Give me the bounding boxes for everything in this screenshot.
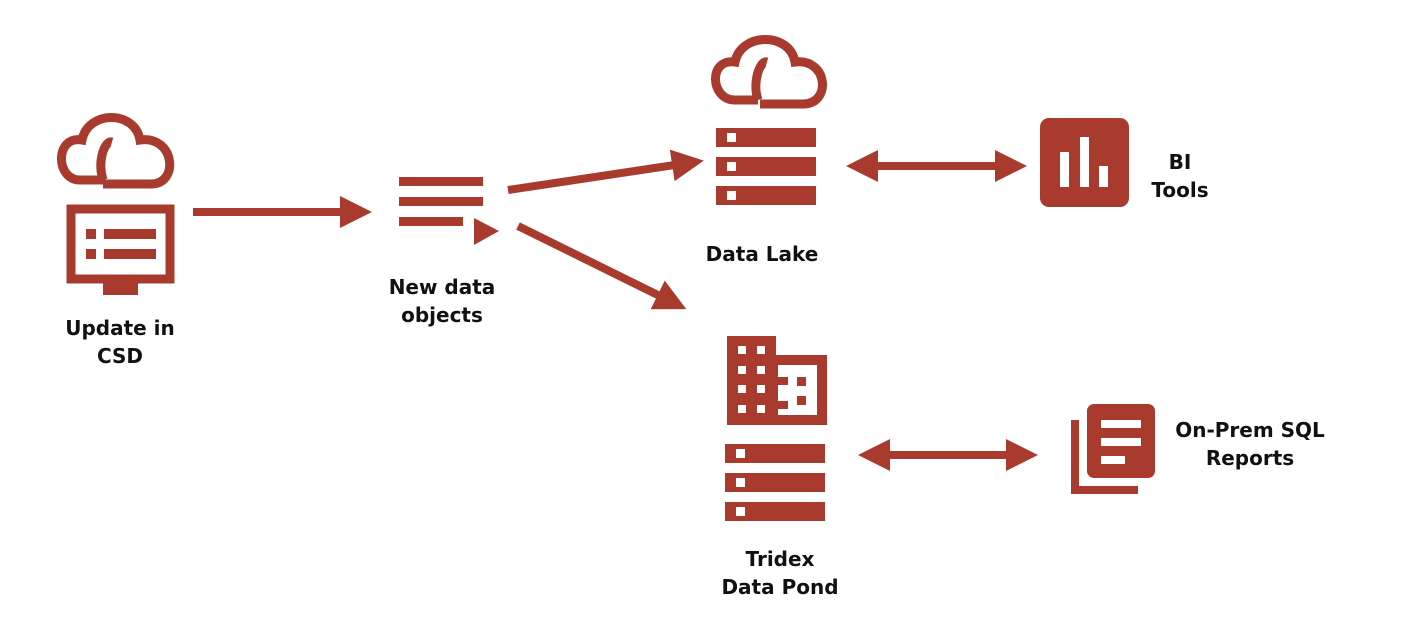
cloud-server-icon [711,35,827,205]
monitor-details [86,229,156,295]
edge-new-objects-to-data-pond [516,222,687,310]
label-new-data-objects: New data objects [388,275,496,327]
label-tridex-data-pond: Tridex Data Pond [721,547,839,599]
label-bi-tools: BI Tools [1151,150,1209,202]
label-update-in-csd: Update in CSD [65,316,175,368]
edge-new-objects-to-data-lake [507,149,704,194]
stacked-documents-icon [1071,404,1155,494]
label-data-lake: Data Lake [705,242,819,266]
label-on-prem-sql-reports: On-Prem SQL Reports [1175,418,1325,470]
building-server-icon [725,336,827,521]
list-play-icon [399,177,499,245]
bar-chart-icon [1040,118,1129,207]
